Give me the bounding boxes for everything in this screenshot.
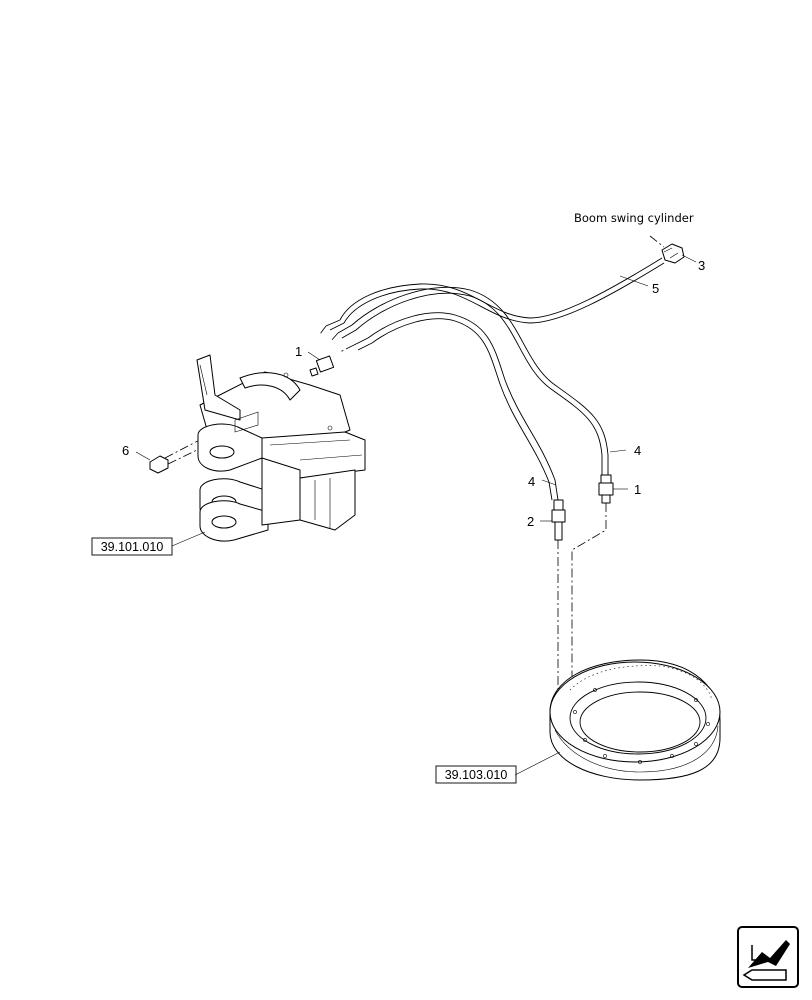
- callout-3: 3: [698, 258, 705, 273]
- callout-4-left: 4: [528, 474, 535, 489]
- ref-box-upper[interactable]: [91, 537, 173, 556]
- connection-line-right: [571, 503, 607, 730]
- callout-6: 6: [122, 443, 129, 458]
- ref-39-103-010[interactable]: 39.103.010: [445, 768, 508, 782]
- callout-1-upper: 1: [295, 344, 302, 359]
- hose-end-fitting-part-2: [551, 499, 566, 541]
- swing-bearing-ring: [549, 659, 721, 781]
- next-page-arrow-icon[interactable]: [737, 926, 799, 988]
- callout-5: 5: [652, 281, 659, 296]
- ref-leader-lower: [514, 751, 561, 776]
- ref-leader-upper: [171, 531, 206, 547]
- diagram-title: Boom swing cylinder: [574, 211, 694, 225]
- swing-bracket-assembly: [196, 354, 366, 542]
- ref-39-101-010[interactable]: 39.101.010: [101, 540, 164, 554]
- straight-fitting-part-upper: [309, 355, 335, 377]
- callout-1-lower: 1: [634, 482, 641, 497]
- hoses: [319, 257, 665, 501]
- straight-fitting-part-lower: [598, 474, 614, 504]
- elbow-fitting-part: [649, 235, 685, 264]
- ref-box-lower[interactable]: [435, 765, 517, 784]
- callout-4-right: 4: [634, 443, 641, 458]
- callout-2: 2: [527, 514, 534, 529]
